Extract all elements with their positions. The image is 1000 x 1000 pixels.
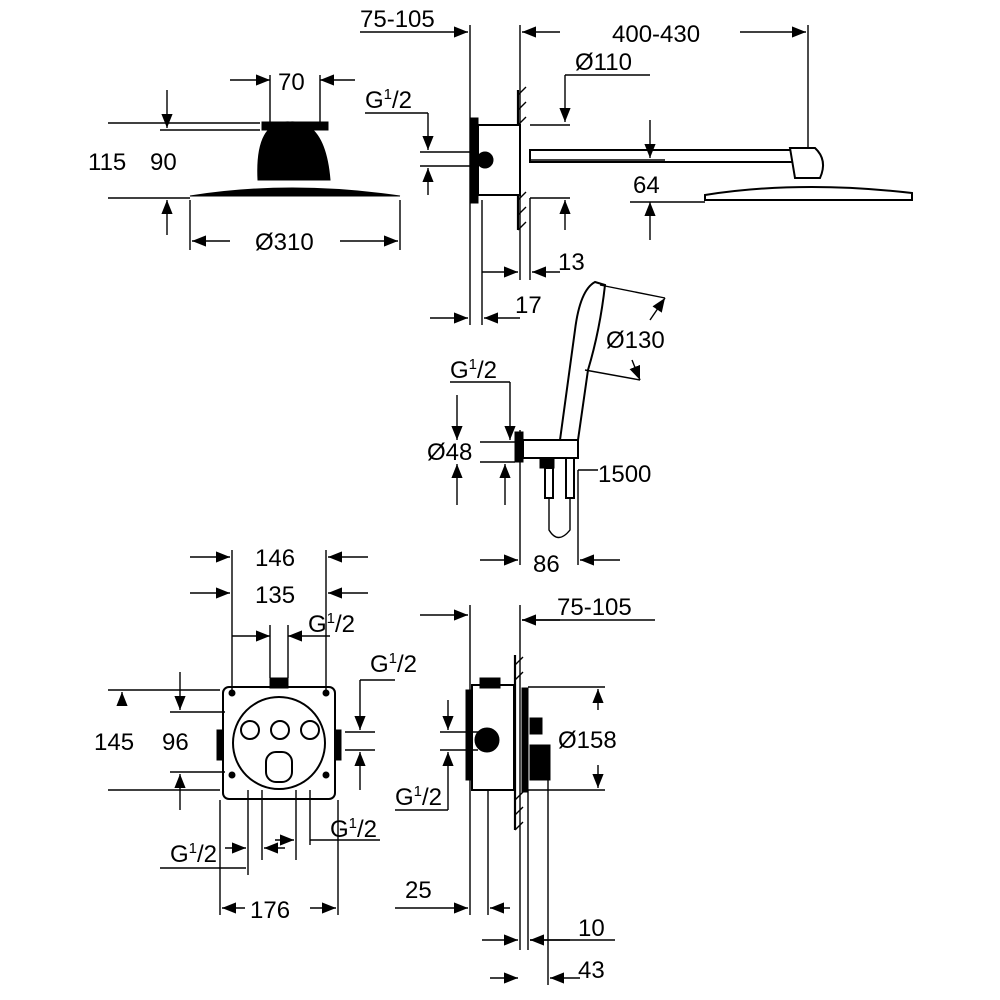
dim-plate-dia: Ø158	[558, 727, 617, 754]
dim-plate-width: 176	[250, 897, 290, 924]
thread-label: G1/2	[170, 840, 217, 868]
thread-label: G1/2	[370, 650, 417, 678]
thread-label: G1/2	[365, 86, 412, 114]
thread-label: G1/2	[308, 610, 355, 638]
dim-hand-dia: Ø130	[606, 327, 665, 354]
dim-17: 17	[515, 292, 542, 319]
dim-holder-depth: 86	[533, 551, 560, 578]
concealed-box-front-view	[108, 550, 395, 915]
dim-head-top-width: 70	[278, 69, 305, 96]
shower-head-front-view	[108, 74, 401, 250]
dim-head-height-total: 115	[88, 149, 126, 176]
dim-top-wall-depth: 75-105	[360, 6, 435, 33]
dim-flange-dia: Ø110	[575, 49, 632, 76]
dim-43: 43	[578, 957, 605, 984]
dim-outlet-dia: Ø48	[427, 439, 472, 466]
dim-box-inner-height: 96	[162, 729, 189, 756]
dim-arm-length: 400-430	[612, 21, 700, 48]
dim-hose-length: 1500	[598, 461, 651, 488]
dim-box-outer: 146	[255, 545, 295, 572]
thread-label: G1/2	[395, 783, 442, 811]
dim-box-inner: 135	[255, 582, 295, 609]
dim-box-height: 145	[94, 729, 134, 756]
dim-bottom-wall-depth: 75-105	[557, 594, 632, 621]
dim-25: 25	[405, 877, 432, 904]
thread-label: G1/2	[450, 356, 497, 384]
dim-head-height: 90	[150, 149, 177, 176]
dim-head-dia: Ø310	[255, 229, 314, 256]
thread-label: G1/2	[330, 815, 377, 843]
dim-10: 10	[578, 915, 605, 942]
shower-arm-side-view	[360, 25, 913, 325]
concealed-box-side-view	[395, 605, 655, 985]
dim-arm-drop: 64	[633, 172, 660, 199]
dim-13: 13	[558, 249, 585, 276]
hand-shower-view	[450, 280, 666, 566]
